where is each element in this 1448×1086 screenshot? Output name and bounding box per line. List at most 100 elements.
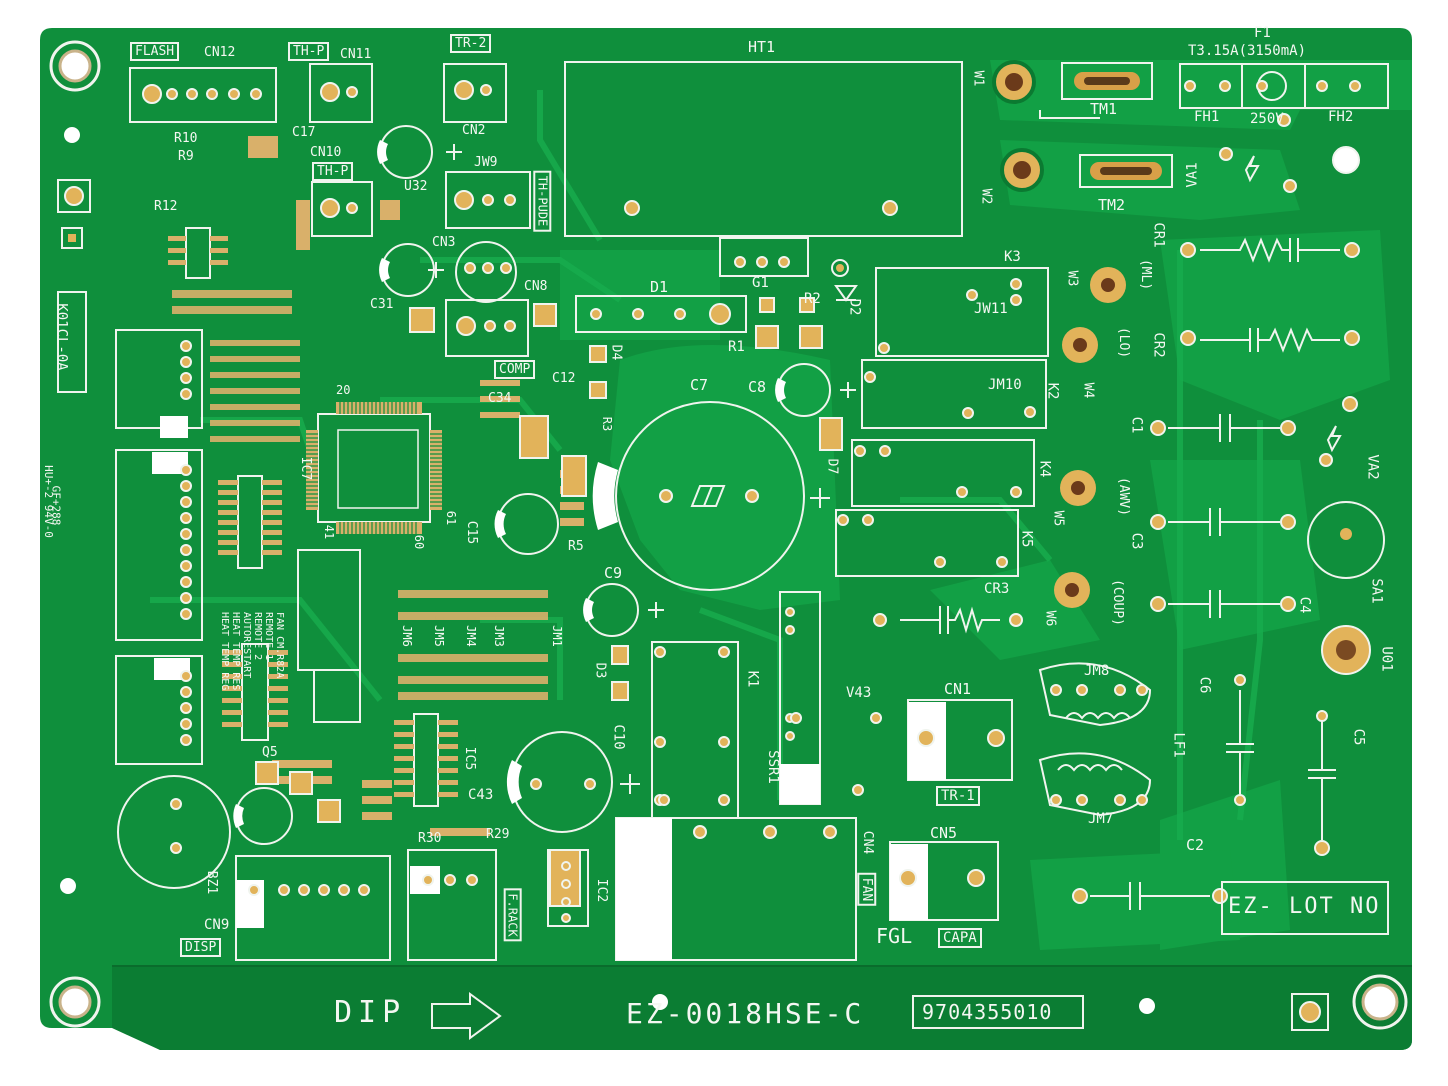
label-thp-mid: TH-P <box>312 162 354 181</box>
label-fh2: FH2 <box>1328 109 1354 125</box>
label-c2: C2 <box>1186 836 1205 854</box>
function-item: REMOTE 1 <box>263 612 274 661</box>
inductors <box>1038 662 1152 817</box>
label-r9: R9 <box>178 149 194 164</box>
label-jw11: JW11 <box>974 301 1008 317</box>
label-c34: C34 <box>488 391 512 406</box>
label-cn12: CN12 <box>204 45 236 60</box>
serial-number: 9704355010 <box>922 1000 1053 1024</box>
label-v43: V43 <box>846 685 872 701</box>
label-r5: R5 <box>568 539 584 554</box>
dip-label: DIP <box>334 995 407 1030</box>
label-k1: K1 <box>744 670 761 688</box>
label-pin60: 60 <box>412 534 427 550</box>
ic-white-tab <box>616 818 672 960</box>
label-q5: Q5 <box>262 745 278 760</box>
label-jm7: JM7 <box>1088 811 1114 827</box>
label-d4: D4 <box>608 344 624 361</box>
label-cn3: CN3 <box>432 235 456 250</box>
label-cn2: CN2 <box>462 123 486 138</box>
label-g1: G1 <box>752 275 769 291</box>
label-r12: R12 <box>154 199 178 214</box>
label-r2: R2 <box>804 291 821 307</box>
dip-arrow <box>431 992 502 1040</box>
label-c43: C43 <box>468 787 494 803</box>
label-c7: C7 <box>690 376 709 394</box>
label-thpude: TH-PUDE <box>533 170 552 232</box>
label-c31: C31 <box>370 297 394 312</box>
electrolytic-caps <box>117 125 831 889</box>
label-ic7: IC7 <box>298 456 314 481</box>
relay-outlines <box>651 267 1049 819</box>
label-va2: VA2 <box>1364 454 1381 480</box>
label-cn4: CN4 <box>860 830 876 855</box>
label-thp-top: TH-P <box>288 42 330 61</box>
label-awv: (AWV) <box>1116 476 1132 517</box>
mounting-holes <box>49 40 1408 1030</box>
label-k3: K3 <box>1004 249 1021 265</box>
c7-outline <box>615 401 805 591</box>
label-c15: C15 <box>464 520 480 545</box>
function-item: AUTORESTART <box>241 612 252 679</box>
function-list: FAN CM.R82A REMOTE 1 REMOTE 2 AUTORESTAR… <box>219 612 285 691</box>
label-cn10: CN10 <box>310 145 342 160</box>
label-ic2: IC2 <box>594 878 610 903</box>
function-item: HEAT TEMP RES <box>230 612 241 691</box>
label-250v: 250V <box>1250 111 1284 127</box>
relay-pads <box>654 278 1036 806</box>
label-k2: K2 <box>1044 382 1061 400</box>
label-c10: C10 <box>610 724 627 750</box>
label-cr2: CR2 <box>1150 332 1167 358</box>
label-r3: R3 <box>600 416 615 432</box>
soic-pads <box>168 236 458 797</box>
label-fgl: FGL <box>876 924 913 948</box>
label-d3: D3 <box>592 662 608 679</box>
label-cr3: CR3 <box>984 581 1010 597</box>
label-c5: C5 <box>1350 728 1367 746</box>
label-cn1: CN1 <box>944 680 972 698</box>
label-ic5: IC5 <box>462 746 478 771</box>
left-header-pads <box>180 340 192 746</box>
label-bz1: BZ1 <box>204 870 220 895</box>
function-item: REMOTE 2 <box>252 612 263 661</box>
ht1-outline <box>564 61 963 237</box>
lot-label: EZ- LOT NO <box>1228 894 1381 919</box>
label-fh1: FH1 <box>1194 109 1220 125</box>
label-pin61: 61 <box>444 510 459 526</box>
label-cn11: CN11 <box>340 47 372 62</box>
label-c3: C3 <box>1128 532 1145 550</box>
function-item: FAN CM.R82A <box>274 612 285 679</box>
label-w4: W4 <box>1080 382 1096 399</box>
label-u01: U01 <box>1378 646 1395 672</box>
label-w1: W1 <box>970 70 986 87</box>
label-jm10: JM10 <box>988 377 1022 393</box>
label-cr1: CR1 <box>1150 222 1167 248</box>
label-k5: K5 <box>1018 530 1035 548</box>
terminals <box>992 60 1173 608</box>
label-disp: DISP <box>180 938 222 957</box>
label-lf1: LF1 <box>1170 732 1187 758</box>
label-d1: D1 <box>650 278 669 296</box>
label-c8: C8 <box>748 378 767 396</box>
label-tr2: TR-2 <box>450 34 492 53</box>
label-d7: D7 <box>824 458 840 475</box>
vertical-code: K01CL-0A <box>53 303 70 371</box>
label-r1: R1 <box>728 339 745 355</box>
label-d2: D2 <box>846 298 863 316</box>
function-item: HEAT TEMP REG <box>219 612 230 691</box>
label-capa: CAPA <box>938 928 982 948</box>
connectors-top <box>129 63 809 357</box>
label-coup: (COUP) <box>1109 579 1125 626</box>
connectors-left <box>115 329 203 765</box>
label-comp: COMP <box>494 360 536 379</box>
label-f1: F1 <box>1254 25 1271 41</box>
label-r30: R30 <box>418 831 442 846</box>
copper-traces <box>560 60 1412 950</box>
label-ht1: HT1 <box>748 38 776 56</box>
label-fuse-rating: T3.15A(3150mA) <box>1188 43 1307 59</box>
through-hole-pads <box>658 113 1360 904</box>
label-pin20: 20 <box>336 383 351 397</box>
label-tm2: TM2 <box>1098 196 1126 214</box>
label-k4: K4 <box>1036 460 1053 478</box>
